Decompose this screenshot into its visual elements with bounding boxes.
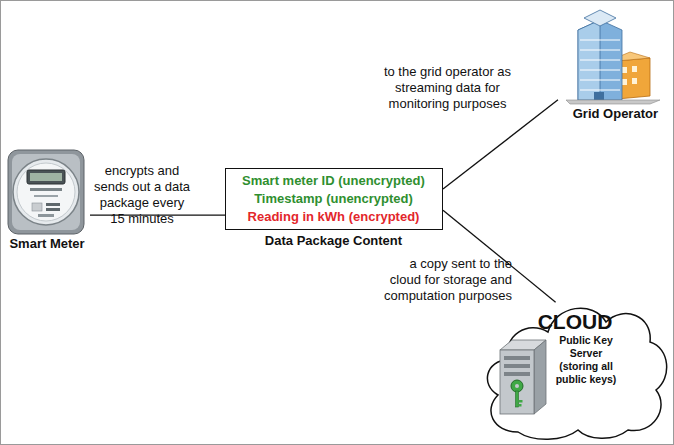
field-unencrypted: Timestamp (unencrypted) [226,190,441,207]
smart-meter-illustration-part [32,203,42,211]
office-building-illustration-part [612,68,617,74]
box-heading: Data Package Content [226,233,441,249]
field-encrypted: Reading in kWh (encrypted) [226,208,441,225]
server-key-illustration-part [500,340,546,350]
server-key-illustration-part [515,384,519,388]
smart-meter-illustration-part [12,154,80,230]
smart-meter-illustration-part [30,188,62,191]
node-label: Grid Operator [558,106,658,122]
office-building-illustration-part [622,79,627,85]
server-key-illustration-part [504,372,530,376]
office-building-illustration-part [580,39,620,40]
edge-label: a copy sent to the cloud for storage and… [382,256,512,304]
server-key-illustration-part [504,356,530,360]
office-building-illustration-part [594,92,604,100]
smart-meter-illustration-part [46,203,60,206]
server-key-illustration-part [534,340,546,414]
office-building-illustration [566,10,660,104]
server-key-illustration-part [519,404,522,407]
server-key-illustration-part [511,380,523,392]
cloud-outline-path [487,308,666,439]
smart-meter-illustration-part [34,195,58,197]
office-building-illustration-part [584,10,616,26]
server-key-illustration-part [519,400,523,403]
office-building-illustration-part [612,80,617,86]
cloud-heading: CLOUD [518,310,632,334]
field-unencrypted: Smart meter ID (unencrypted) [226,172,441,189]
server-label: Public Key Server (storing all public ke… [552,334,620,386]
office-building-illustration-part [632,66,637,72]
edge-label: to the grid operator as streaming data f… [380,64,515,112]
connector-line [443,100,558,189]
office-building-illustration-part [580,59,620,60]
cloud-shape: CLOUDPublic Key Server (storing all publ… [478,290,672,442]
office-building-illustration-part [566,100,660,104]
smart-meter-illustration-part [30,173,62,181]
smart-meter-illustration-part [13,159,79,225]
grid-operator-node: Grid Operator [558,14,662,124]
office-building-illustration-part [580,49,620,50]
node-label: Smart Meter [4,236,90,252]
office-building-illustration-part [580,79,620,80]
server-key-illustration-part [504,364,530,368]
smart-meter-illustration-part [27,170,65,184]
server-node: Public Key Server (storing all public ke… [552,334,620,400]
office-building-illustration-part [578,20,600,100]
office-building-illustration-part [578,20,622,100]
smart-meter-illustration-part [8,150,84,234]
smart-meter-illustration-part [46,208,60,211]
server-key-illustration [500,340,546,414]
server-key-illustration-part [500,350,534,414]
office-building-illustration-part [606,52,650,62]
edge-label: encrypts and sends out a data package ev… [92,163,192,227]
office-building-illustration-part [580,69,620,70]
smart-meter-illustration-part [17,163,75,221]
server-key-illustration-part [516,391,519,407]
office-building-illustration-part [606,58,650,100]
smart-meter-illustration [8,150,84,234]
office-building-illustration-part [580,89,620,90]
meter-node: Smart Meter [4,146,90,254]
data-package-box: Smart meter ID (unencrypted)Timestamp (u… [225,168,443,230]
smart-meter-illustration-part [38,214,54,217]
office-building-illustration-part [622,67,627,73]
office-building-illustration-part [632,78,637,84]
